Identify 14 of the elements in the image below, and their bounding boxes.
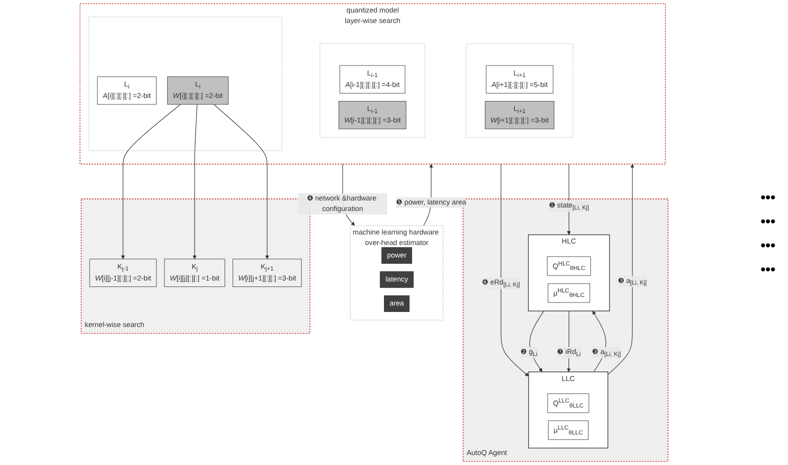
arrow: [566, 310, 571, 372]
arrow: [500, 164, 529, 376]
arrow: [608, 164, 634, 375]
arrow: [213, 104, 270, 260]
cluster: [88, 16, 282, 151]
ellipsis-text: •••: [760, 212, 776, 228]
ellipsis-text: •••: [760, 236, 776, 252]
arrow: [529, 310, 544, 372]
cluster: [466, 43, 574, 138]
arrow: [192, 104, 198, 260]
arrow: [121, 104, 181, 260]
cluster: [320, 43, 426, 138]
ellipsis-text: •••: [760, 188, 776, 204]
ellipsis-text: •••: [760, 260, 776, 276]
